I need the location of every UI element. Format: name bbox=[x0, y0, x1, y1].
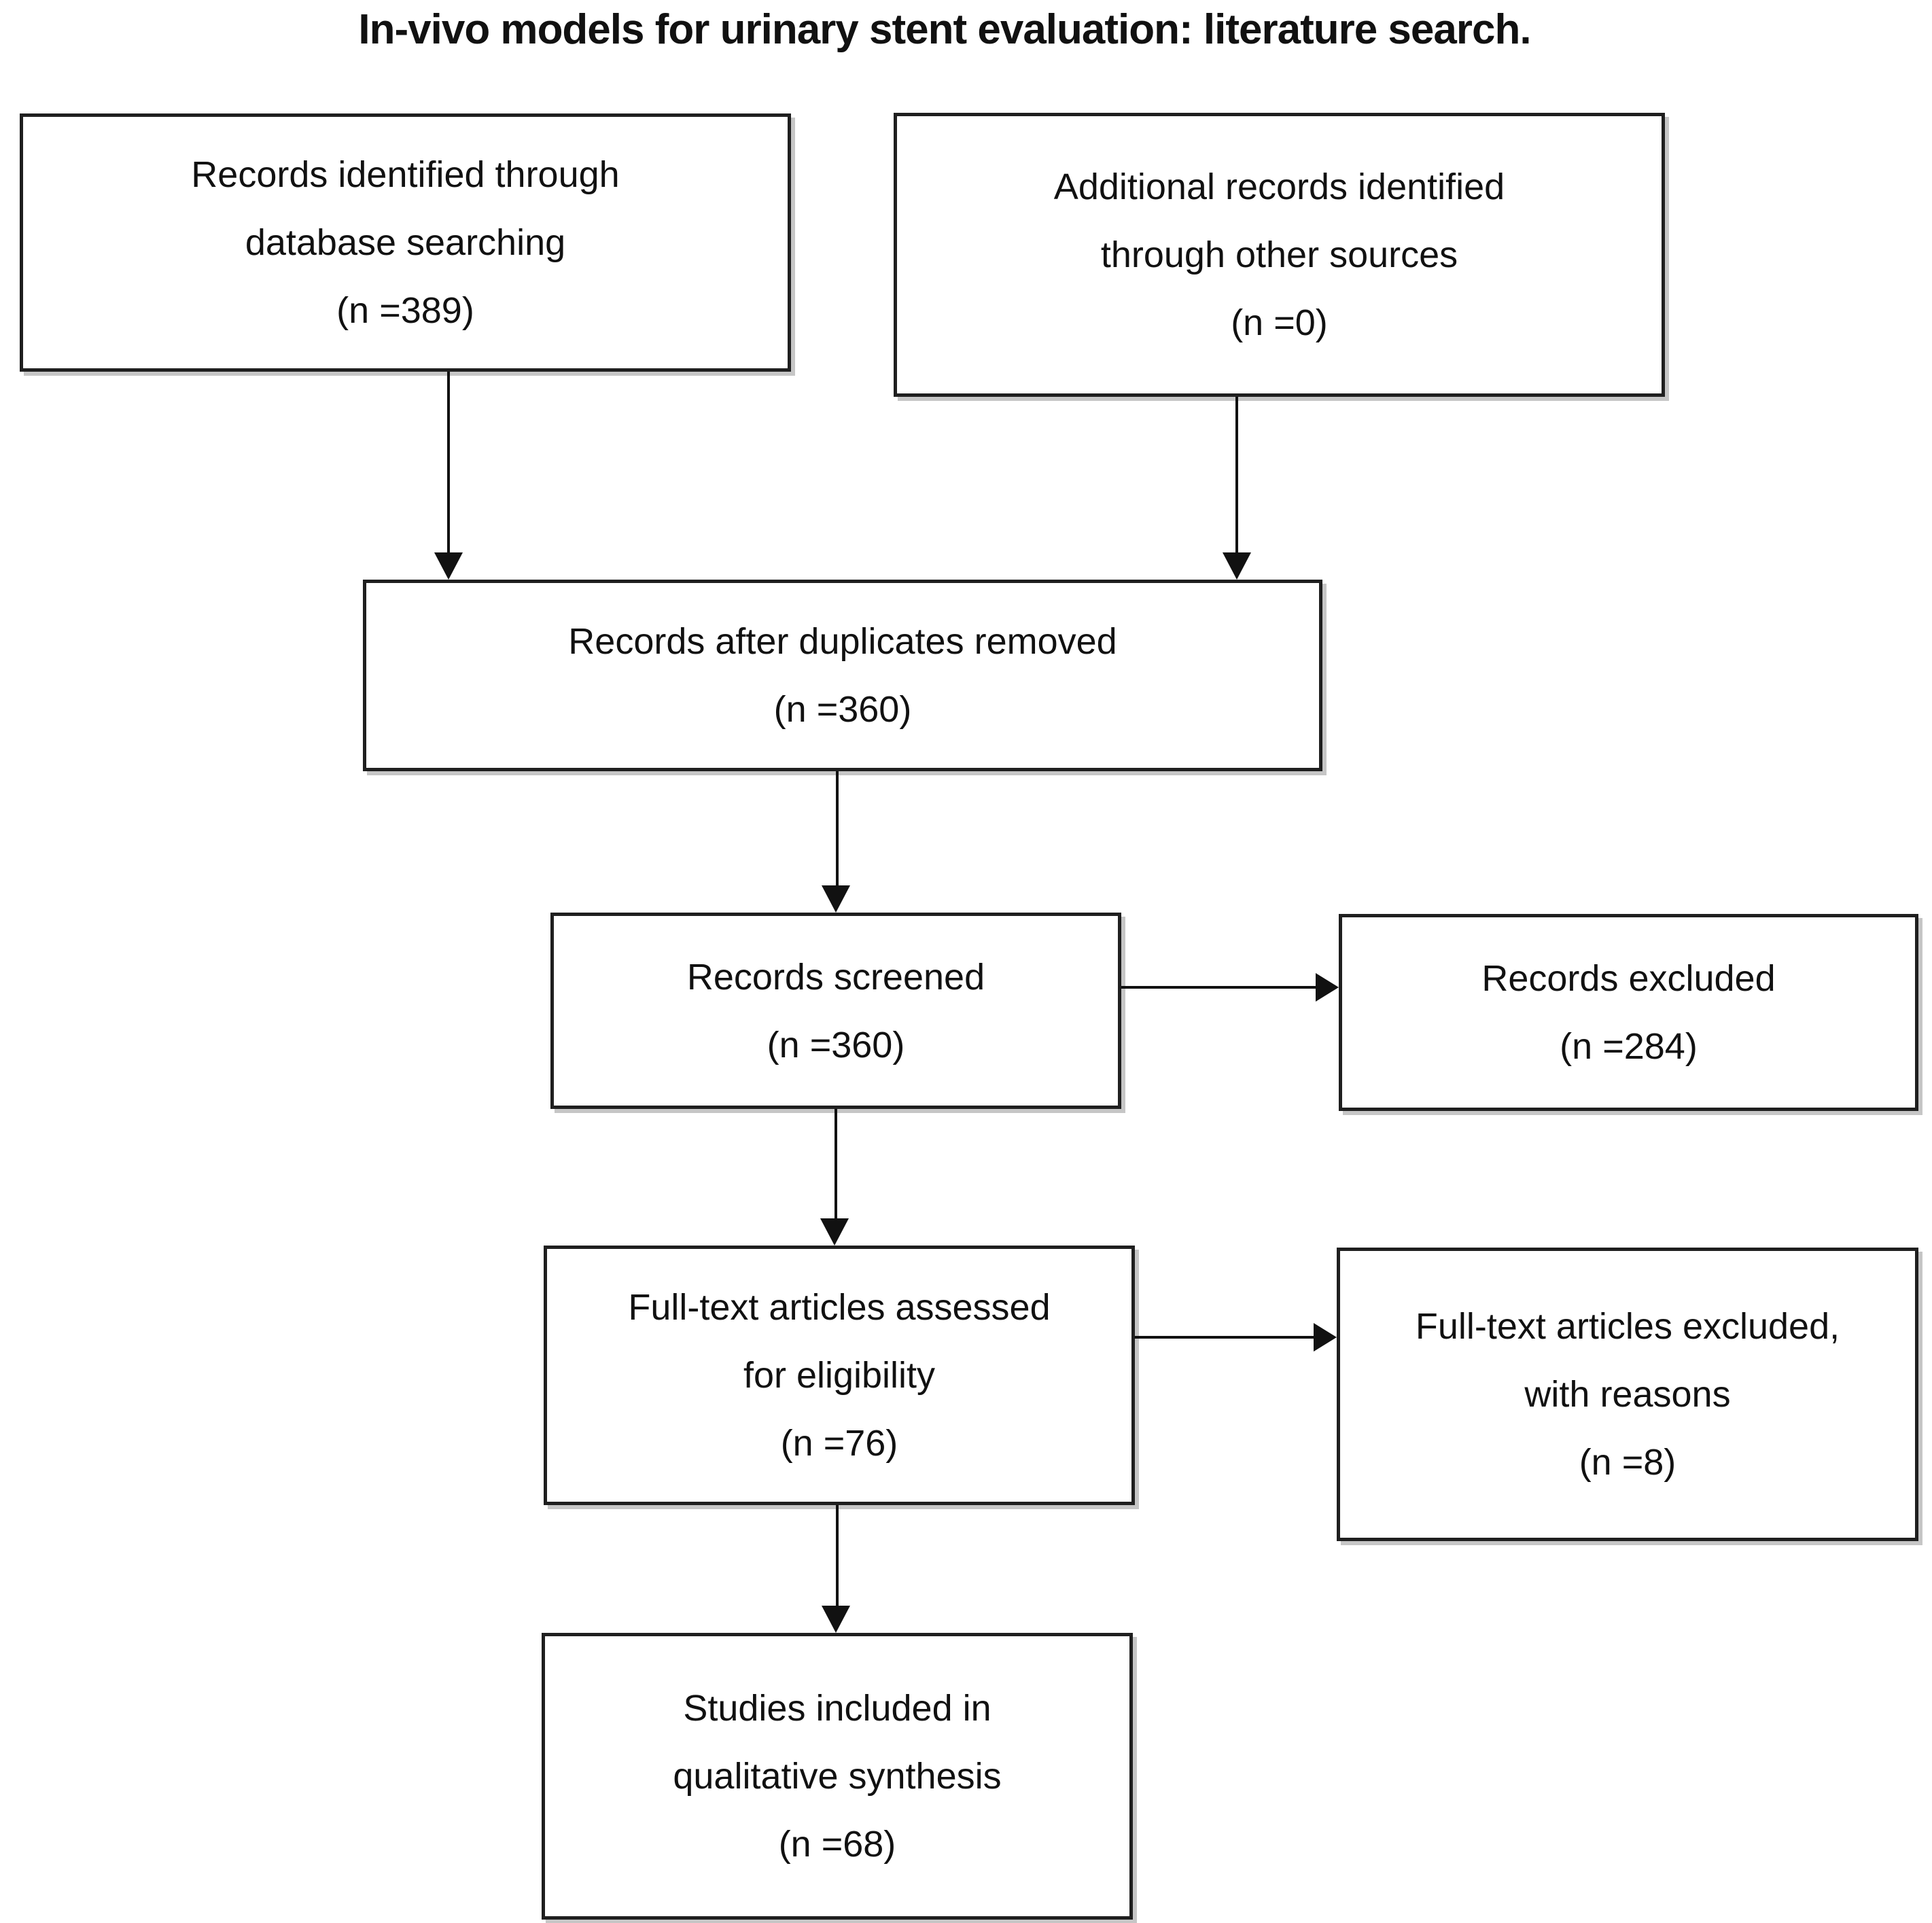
arrowhead-right-icon bbox=[1314, 1323, 1337, 1352]
node-records-after-duplicates-removed: Records after duplicates removed (n =360… bbox=[363, 580, 1322, 771]
node-fulltext-assessed: Full-text articles assessed for eligibil… bbox=[544, 1246, 1135, 1505]
arrow-screened-to-excluded-line bbox=[1121, 986, 1316, 989]
node-records-screened: Records screened (n =360) bbox=[550, 913, 1121, 1109]
node-fulltext-excluded: Full-text articles excluded, with reason… bbox=[1337, 1248, 1918, 1541]
node-records-after-duplicates-removed-label: Records after duplicates removed (n =360… bbox=[568, 621, 1117, 730]
arrowhead-down-icon bbox=[822, 885, 850, 913]
arrowhead-down-icon bbox=[822, 1606, 850, 1633]
node-records-excluded: Records excluded (n =284) bbox=[1339, 914, 1918, 1111]
node-additional-records-label: Additional records identified through ot… bbox=[1053, 166, 1505, 343]
arrow-additional-to-dedup-line bbox=[1235, 397, 1238, 552]
node-records-identified: Records identified through database sear… bbox=[20, 113, 791, 372]
node-fulltext-assessed-label: Full-text articles assessed for eligibil… bbox=[628, 1287, 1051, 1464]
arrow-fulltext-to-fulltext-excluded-line bbox=[1135, 1336, 1314, 1339]
node-studies-included-qualitative-label: Studies included in qualitative synthesi… bbox=[673, 1688, 1002, 1865]
node-records-identified-label: Records identified through database sear… bbox=[191, 154, 620, 331]
arrow-screened-to-fulltext-line bbox=[835, 1109, 837, 1218]
arrow-identified-to-dedup-line bbox=[447, 372, 450, 552]
diagram-title: In-vivo models for urinary stent evaluat… bbox=[358, 6, 1531, 53]
arrowhead-down-icon bbox=[820, 1218, 849, 1246]
node-records-excluded-label: Records excluded (n =284) bbox=[1481, 958, 1776, 1067]
node-fulltext-excluded-label: Full-text articles excluded, with reason… bbox=[1415, 1306, 1840, 1483]
arrowhead-right-icon bbox=[1316, 973, 1339, 1002]
arrowhead-down-icon bbox=[434, 552, 463, 580]
node-additional-records: Additional records identified through ot… bbox=[894, 113, 1665, 397]
arrow-fulltext-to-included-line bbox=[836, 1505, 839, 1606]
node-records-screened-label: Records screened (n =360) bbox=[686, 956, 985, 1065]
arrow-dedup-to-screened-line bbox=[836, 771, 839, 885]
node-studies-included-qualitative: Studies included in qualitative synthesi… bbox=[542, 1633, 1133, 1920]
arrowhead-down-icon bbox=[1223, 552, 1251, 580]
